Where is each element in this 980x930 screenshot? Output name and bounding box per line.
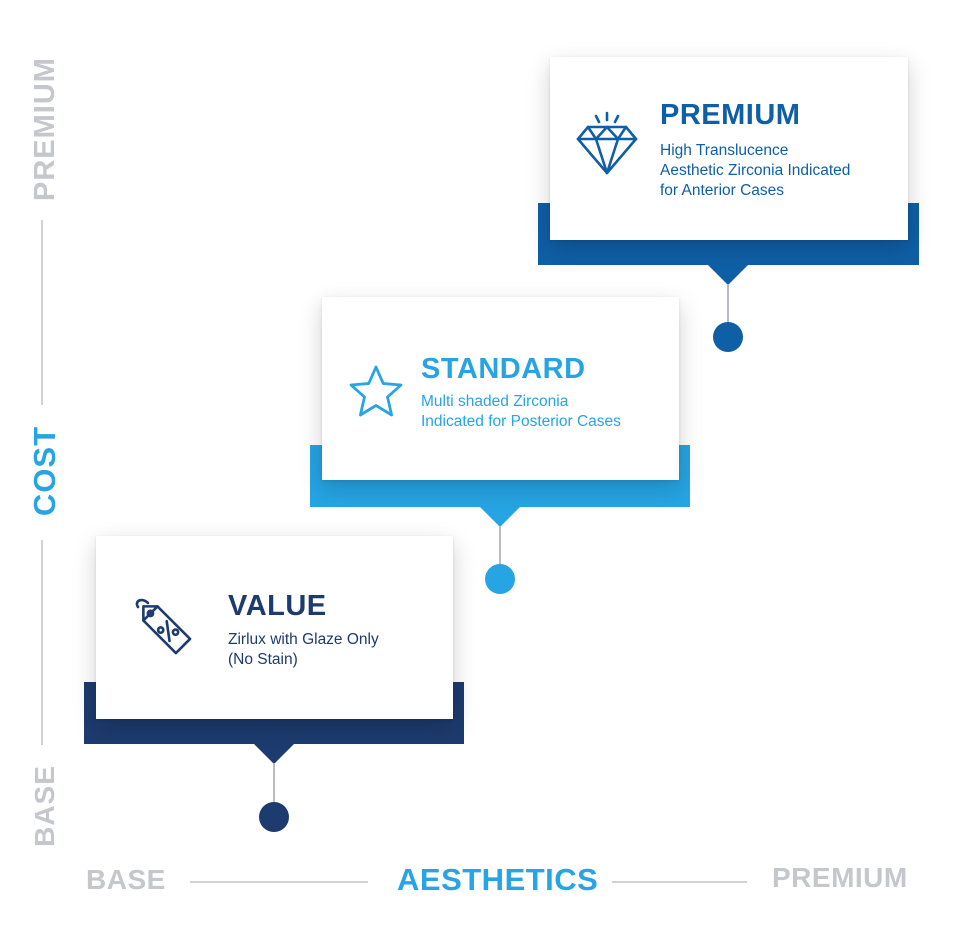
tier-value-card — [96, 536, 453, 719]
tier-value-pointer — [254, 744, 294, 764]
y-axis-line-upper — [41, 220, 43, 405]
diamond-icon — [576, 111, 638, 175]
tier-value-desc-line: Zirlux with Glaze Only — [228, 631, 379, 648]
tier-standard-title: STANDARD — [421, 353, 586, 385]
tier-premium-description: High Translucence Aesthetic Zirconia Ind… — [660, 141, 900, 201]
price-tag-icon — [135, 598, 192, 655]
tier-value-desc-line: (No Stain) — [228, 651, 298, 668]
tier-value-stem — [273, 763, 275, 805]
tier-premium-desc-line: High Translucence — [660, 142, 789, 159]
tier-standard-pointer — [480, 507, 520, 527]
y-axis-line-lower — [41, 540, 43, 745]
x-axis-line-left — [190, 881, 368, 883]
x-axis-middle-label: AESTHETICS — [397, 862, 599, 897]
tier-premium-pointer — [708, 265, 748, 285]
tier-premium-title: PREMIUM — [660, 99, 801, 131]
tier-value-title: VALUE — [228, 590, 327, 622]
star-icon — [349, 365, 403, 417]
tier-premium-card — [550, 57, 908, 240]
tier-standard-desc-line: Indicated for Posterior Cases — [421, 413, 621, 430]
tier-standard-description: Multi shaded Zirconia Indicated for Post… — [421, 392, 661, 432]
y-axis-middle-label: COST — [27, 425, 62, 517]
tier-premium-stem — [727, 284, 729, 324]
y-axis-top-label: PREMIUM — [29, 57, 61, 201]
tier-value-dot — [259, 802, 289, 832]
tier-standard-desc-line: Multi shaded Zirconia — [421, 393, 569, 410]
tier-standard-dot — [485, 564, 515, 594]
tier-value-description: Zirlux with Glaze Only (No Stain) — [228, 630, 468, 670]
x-axis-left-label: BASE — [86, 864, 166, 895]
x-axis-line-right — [612, 881, 747, 883]
tier-standard-stem — [499, 526, 501, 566]
tier-standard-card — [322, 297, 679, 480]
tier-premium-desc-line: for Anterior Cases — [660, 182, 785, 199]
tier-premium-desc-line: Aesthetic Zirconia Indicated — [660, 162, 851, 179]
y-axis-bottom-label: BASE — [29, 765, 60, 847]
x-axis-right-label: PREMIUM — [772, 862, 908, 893]
tier-premium-dot — [713, 322, 743, 352]
